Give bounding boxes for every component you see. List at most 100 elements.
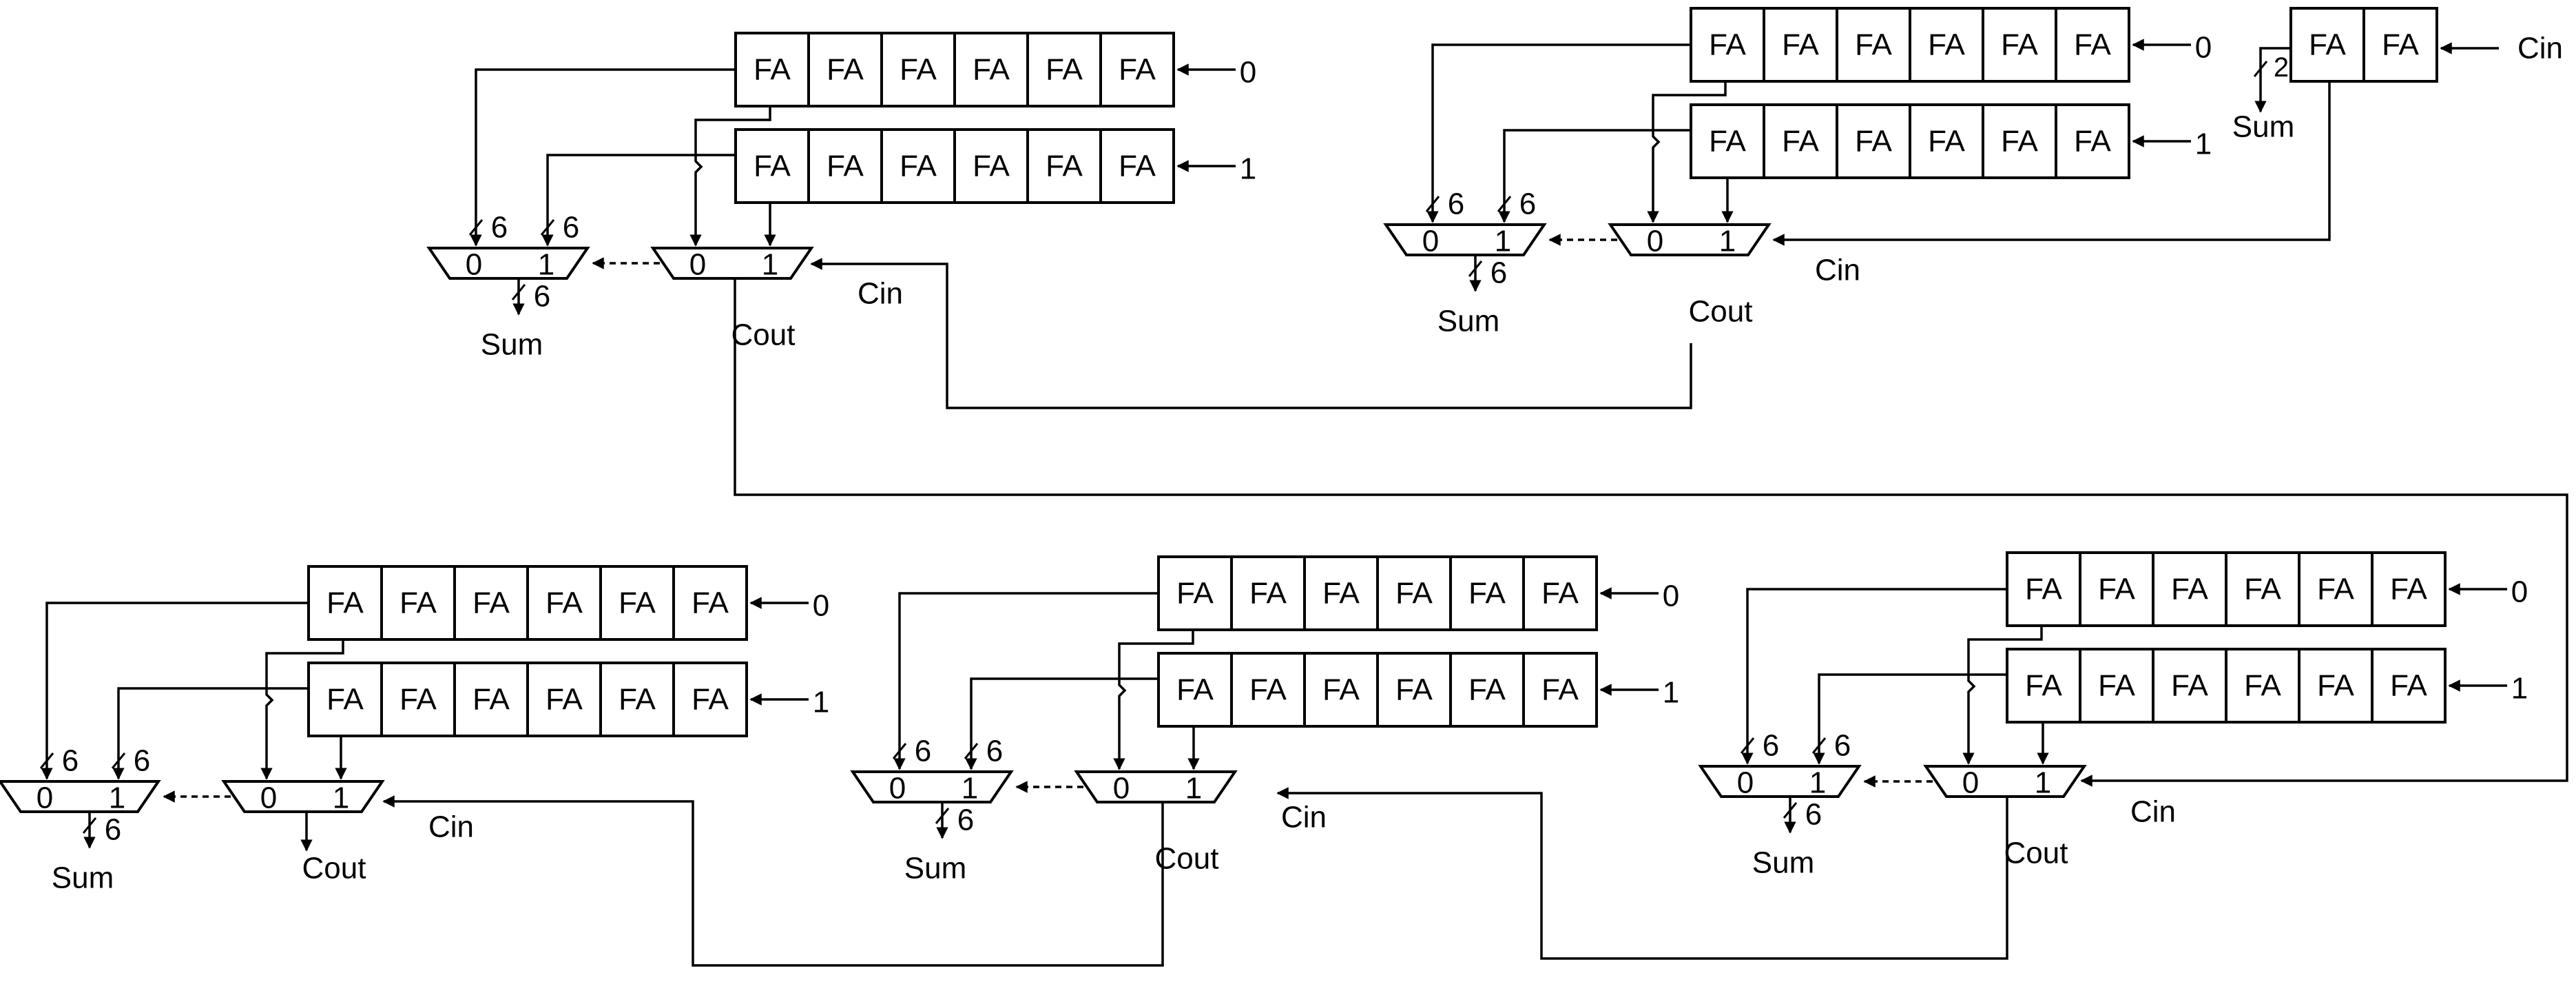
first-stage-carry-wire [1772, 81, 2331, 246]
bus-width-label: 6 [1834, 729, 1851, 763]
bus-width-slash [935, 808, 950, 824]
full-adder-label: FA [472, 586, 510, 620]
full-adder-label: FA [546, 586, 583, 620]
full-adder-cell [1099, 32, 1175, 107]
mux-body [1698, 765, 1862, 798]
full-adder-cell [1157, 652, 1233, 728]
full-adder-label: FA [2317, 669, 2354, 703]
mux-body [0, 780, 161, 813]
full-adder-label: FA [2001, 28, 2038, 62]
bus-width-slash [1497, 196, 1512, 212]
mux-input-1-label: 1 [109, 781, 125, 815]
mux-input-1-label: 1 [1719, 225, 1736, 258]
carry-in-constant: 0 [2195, 31, 2212, 65]
carry-in-constant: 0 [1663, 580, 1679, 613]
bus-width-label: 6 [134, 744, 150, 778]
full-adder-label: FA [619, 683, 656, 717]
full-adder-cell [953, 32, 1029, 107]
full-adder-cell [1099, 128, 1175, 204]
mux-input-0-label: 0 [1647, 225, 1663, 258]
sum-bus-wire-0 [41, 602, 309, 780]
bus-width-slash [111, 752, 126, 769]
full-adder-label: FA [1119, 53, 1156, 87]
full-adder-cell [1230, 555, 1306, 631]
full-adder-label: FA [1541, 577, 1579, 611]
full-adder-label: FA [1541, 673, 1579, 707]
mux-input-1-label: 1 [762, 248, 778, 282]
mux-input-0-label: 0 [889, 772, 906, 806]
full-adder-label: FA [1249, 673, 1287, 707]
bus-width-slash [2253, 61, 2268, 77]
full-adder-cell [2371, 648, 2447, 724]
full-adder-label: FA [2025, 669, 2062, 703]
full-adder-label: FA [472, 683, 510, 717]
bus-width-slash [892, 743, 907, 759]
mux-input-0-label: 0 [260, 781, 277, 815]
bus-width-slash [1783, 802, 1798, 819]
full-adder-cell [1376, 555, 1452, 631]
mux-input-0-label: 0 [689, 248, 706, 282]
full-adder-label: FA [399, 586, 437, 620]
bus-width-slash [1468, 260, 1483, 277]
full-adder-label: FA [1322, 673, 1360, 707]
mux-body [426, 247, 590, 280]
full-adder-label: FA [1249, 577, 1287, 611]
full-adder-label: FA [2244, 573, 2281, 606]
full-adder-cell [880, 128, 956, 204]
full-adder-label: FA [973, 150, 1010, 183]
carry-in-label: Cin [2130, 795, 2176, 829]
carry-interconnect-wires [382, 258, 2568, 967]
full-adder-label: FA [827, 53, 864, 87]
sum-bus-wire-1 [1498, 129, 1691, 223]
full-adder-cell [734, 128, 810, 204]
carry-out-label: Cout [302, 852, 366, 885]
full-adder-cell [1982, 7, 2057, 83]
full-adder-cell [1522, 652, 1598, 728]
carry-out-label: Cout [1689, 295, 1753, 329]
full-adder-cell [1449, 652, 1525, 728]
bus-width-label: 6 [563, 211, 579, 245]
full-adder-label: FA [1176, 673, 1214, 707]
carry-in-constant: 0 [2511, 575, 2528, 609]
full-adder-cell [2298, 648, 2374, 724]
full-adder-label: FA [1119, 150, 1156, 183]
mux-input-1-label: 1 [1185, 772, 1202, 806]
full-adder-cell [307, 565, 383, 641]
full-adder-label: FA [2317, 573, 2354, 606]
full-adder-cell [1026, 128, 1102, 204]
full-adder-label: FA [2098, 573, 2135, 606]
full-adder-label: FA [2171, 573, 2208, 606]
mux-input-0-label: 0 [1962, 766, 1979, 800]
carry-out-label: Cout [1155, 842, 1219, 876]
full-adder-cell [380, 662, 456, 737]
full-adder-cell [1303, 555, 1379, 631]
bus-width-slash [39, 752, 54, 769]
carry-in-constant: 1 [1240, 152, 1256, 186]
sum-bus-wire-1 [1813, 673, 2007, 765]
full-adder-label: FA [1782, 28, 1819, 62]
sum-output-wire [2254, 47, 2291, 113]
full-adder-cell [807, 32, 883, 107]
mux-input-1-label: 1 [2035, 766, 2051, 800]
carry-in-constant: 1 [2511, 672, 2528, 706]
bus-width-label: 6 [1490, 256, 1507, 290]
full-adder-label: FA [1046, 150, 1083, 183]
full-adder-cell [1230, 652, 1306, 728]
carry-in-label: Cin [1281, 801, 1327, 834]
mux-body [221, 780, 385, 813]
mux-input-1-label: 1 [538, 248, 554, 282]
full-adder-label: FA [1709, 28, 1746, 62]
